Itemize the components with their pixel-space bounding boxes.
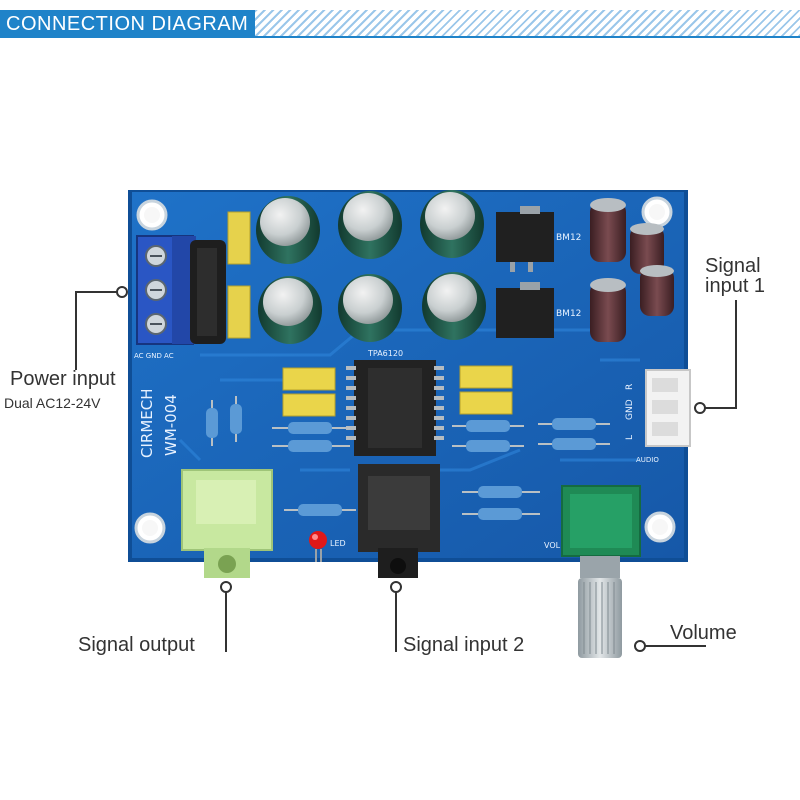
power-terminal-block [136, 235, 196, 345]
mount-hole-bottom-left [134, 512, 166, 544]
small-capacitor [590, 198, 626, 262]
resistor [462, 486, 540, 498]
small-capacitor [630, 223, 664, 274]
film-capacitor [282, 367, 336, 391]
electrolytic-capacitor [422, 272, 486, 340]
header-stripes [255, 10, 800, 36]
resistor [462, 508, 540, 520]
resistor [452, 420, 524, 432]
callout-signal-input-1-line1: Signal [705, 255, 761, 277]
film-capacitor [227, 285, 251, 339]
resistor [538, 418, 610, 430]
mount-hole-bottom-right [644, 511, 676, 543]
resistor [272, 422, 350, 434]
header-banner: CONNECTION DIAGRAM [0, 0, 800, 38]
lgr-label-l: L [625, 435, 635, 440]
film-capacitor [282, 393, 336, 417]
film-capacitor [459, 365, 513, 389]
voltage-regulator: BM12 [496, 206, 581, 272]
header-underline [0, 36, 800, 38]
film-capacitor [459, 391, 513, 415]
resistor [206, 400, 218, 446]
resistor [284, 504, 356, 516]
header-title: CONNECTION DIAGRAM [6, 13, 249, 35]
small-capacitor [640, 265, 674, 316]
brand-label: CIRMECH [138, 389, 156, 459]
mount-hole-top-left [136, 199, 168, 231]
vol-label: VOL [544, 541, 561, 550]
callout-signal-input-2: Signal input 2 [403, 634, 525, 656]
signal-input-1-connector [645, 369, 691, 447]
resistor [230, 396, 242, 442]
resistor [452, 440, 524, 452]
lgr-label-gnd: GND [625, 399, 635, 420]
resistor [272, 440, 350, 452]
header-tab [0, 10, 255, 36]
callout-lines [75, 291, 737, 652]
small-capacitor [590, 278, 626, 342]
led-label: LED [330, 539, 346, 548]
callout-power-input: Power input [10, 368, 116, 390]
svg-text:BM12: BM12 [556, 233, 581, 243]
electrolytic-capacitor [258, 276, 322, 344]
electrolytic-capacitor [256, 196, 320, 264]
amplifier-chip [346, 360, 444, 456]
callout-volume: Volume [670, 622, 737, 644]
lgr-label-r: R [625, 384, 635, 390]
signal-input-2-jack [358, 464, 440, 578]
callout-dots [116, 286, 706, 652]
audio-label: AUDIO [636, 456, 659, 464]
volume-potentiometer [561, 485, 641, 658]
film-capacitor [227, 211, 251, 265]
chip-label: TPA6120 [367, 349, 403, 358]
voltage-regulator: BM12 [496, 282, 581, 338]
resistor [538, 438, 610, 450]
electrolytic-capacitor [420, 190, 484, 258]
power-led [309, 531, 327, 562]
electrolytic-capacitor [338, 274, 402, 342]
callout-signal-output: Signal output [78, 634, 195, 656]
callout-signal-input-1-line2: input 1 [705, 275, 766, 297]
bridge-rectifier [190, 240, 226, 344]
mount-hole-top-right [641, 196, 673, 228]
callout-power-spec: Dual AC12-24V [4, 395, 101, 411]
ac-label: AC GND AC [134, 352, 174, 360]
svg-text:BM12: BM12 [556, 309, 581, 319]
model-label: WM-004 [162, 394, 180, 456]
electrolytic-capacitor [338, 191, 402, 259]
signal-output-jack [181, 469, 273, 578]
